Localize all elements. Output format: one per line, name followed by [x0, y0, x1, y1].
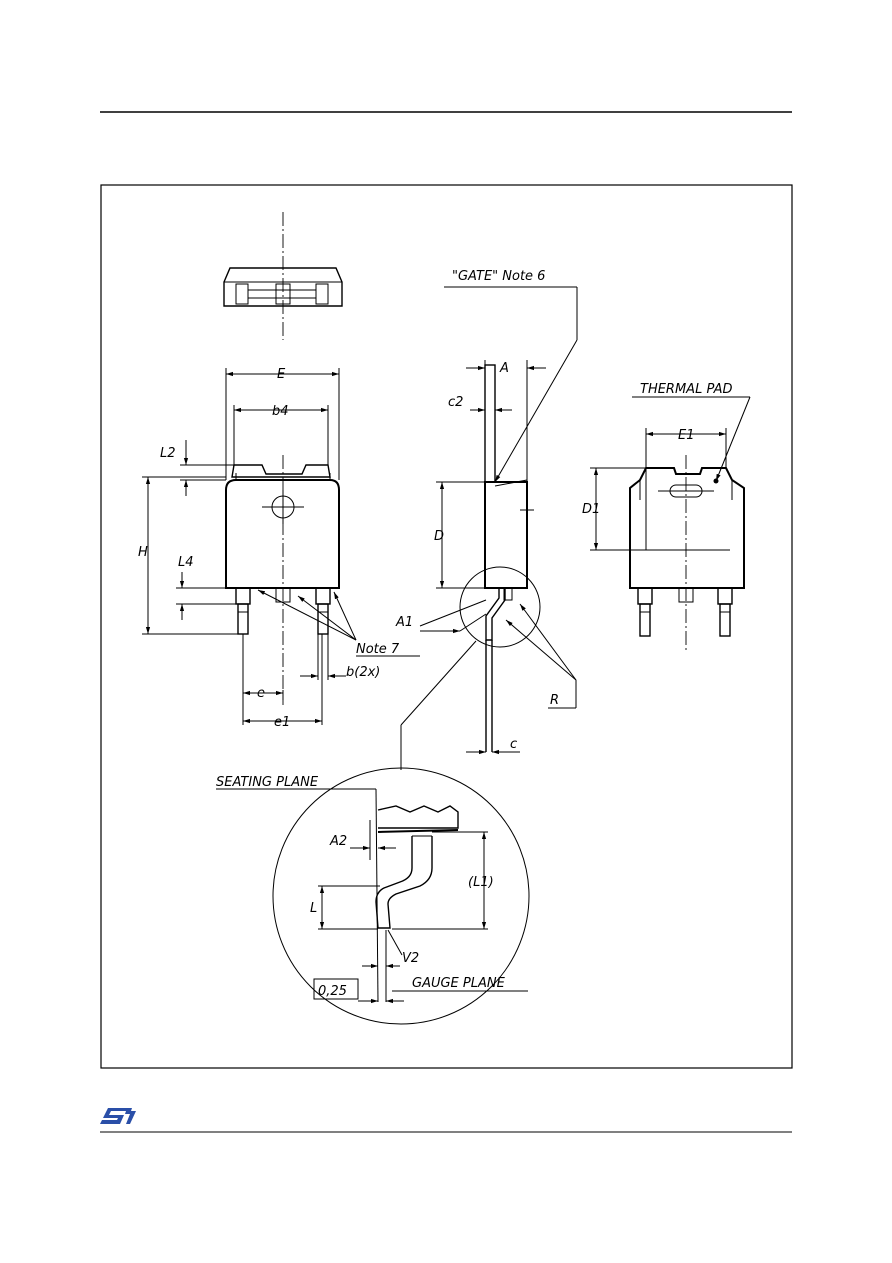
dim-L2-label: L2 [160, 446, 176, 461]
dim-V2-label: V2 [402, 951, 419, 966]
gate-note-label: "GATE" Note 6 [452, 269, 545, 284]
seating-plane-label: SEATING PLANE [216, 775, 319, 790]
dim-c2-label: c2 [448, 395, 463, 410]
dim-A1-label: A1 [395, 615, 413, 630]
dim-b2x-label: b(2x) [346, 665, 380, 680]
dim-E-label: E [277, 367, 286, 382]
dim-H-label: H [138, 545, 148, 560]
dim-D-label: D [434, 529, 444, 544]
gauge-plane-label: GAUGE PLANE [412, 976, 506, 991]
dim-e-label: e [257, 686, 265, 701]
dim-L1-label: (L1) [468, 875, 494, 890]
bottom-view [590, 396, 751, 650]
dim-L-label: L [310, 901, 317, 916]
thermal-pad-label: THERMAL PAD [640, 382, 733, 397]
dim-A-label: A [499, 361, 509, 376]
gauge-value-label: 0,25 [318, 984, 347, 999]
dim-A2-label: A2 [329, 834, 347, 849]
top-view [223, 212, 343, 340]
front-view [142, 368, 420, 725]
dim-b4-label: b4 [272, 404, 289, 419]
dim-c-label: c [510, 737, 517, 752]
side-view [400, 286, 578, 770]
dim-e1-label: e1 [274, 715, 290, 730]
dim-D1-label: D1 [582, 502, 600, 517]
note7-label: Note 7 [356, 642, 400, 657]
dim-R-label: R [550, 693, 559, 708]
st-logo [100, 1108, 136, 1124]
dim-E1-label: E1 [678, 428, 695, 443]
drawing-frame [100, 184, 793, 1069]
dim-L4-label: L4 [178, 555, 194, 570]
detail-view [216, 767, 530, 1025]
